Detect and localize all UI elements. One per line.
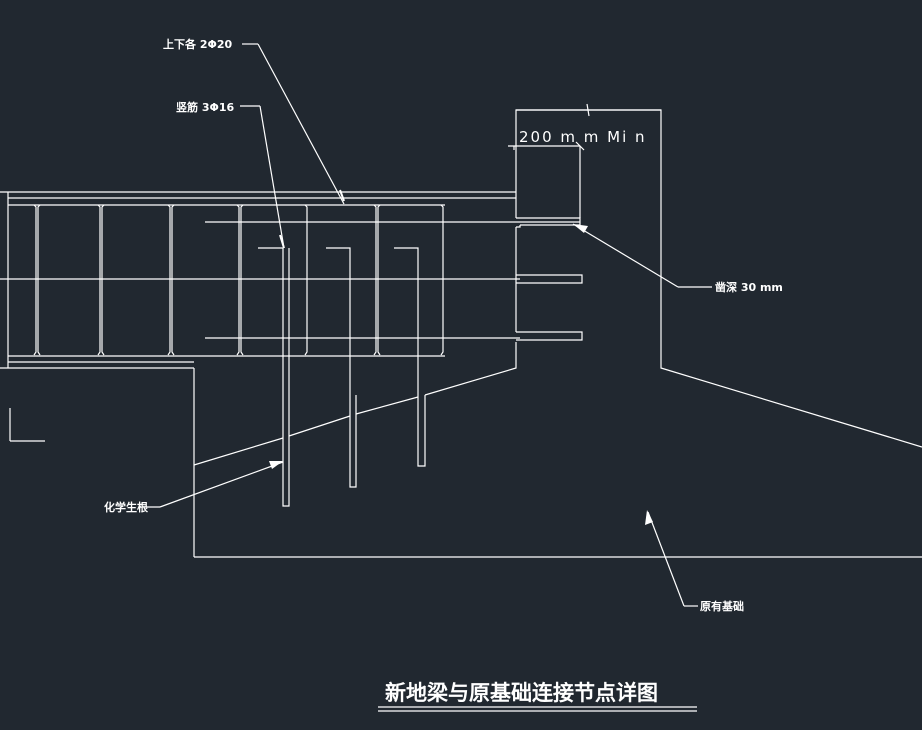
label-anchor-depth: 200 m m Mi n — [519, 128, 647, 146]
section-mark — [9, 408, 45, 442]
stirrups — [33, 204, 444, 356]
dimension-line — [508, 103, 661, 218]
title-underline — [378, 706, 697, 712]
existing-foundation — [193, 109, 922, 558]
vertical-bars — [258, 247, 426, 507]
leader-vertical-bars — [240, 105, 285, 249]
label-chemical-anchor: 化学生根 — [104, 500, 149, 514]
leader-existing-foundation — [645, 510, 698, 607]
longitudinal-bars — [8, 204, 580, 357]
leader-top-bottom-bars — [242, 43, 345, 205]
label-top-bottom-bars: 上下各 2Φ20 — [163, 37, 232, 51]
label-existing-foundation: 原有基础 — [700, 599, 744, 613]
label-vertical-bars: 竖筋 3Φ16 — [176, 100, 234, 114]
leader-chiseled-groove — [572, 223, 712, 288]
leader-chemical-anchor — [143, 461, 284, 508]
drawing-title: 新地梁与原基础连接节点详图 — [385, 680, 658, 705]
label-chiseled-groove: 凿深 30 mm — [715, 280, 783, 294]
new-ground-beam — [0, 191, 520, 557]
